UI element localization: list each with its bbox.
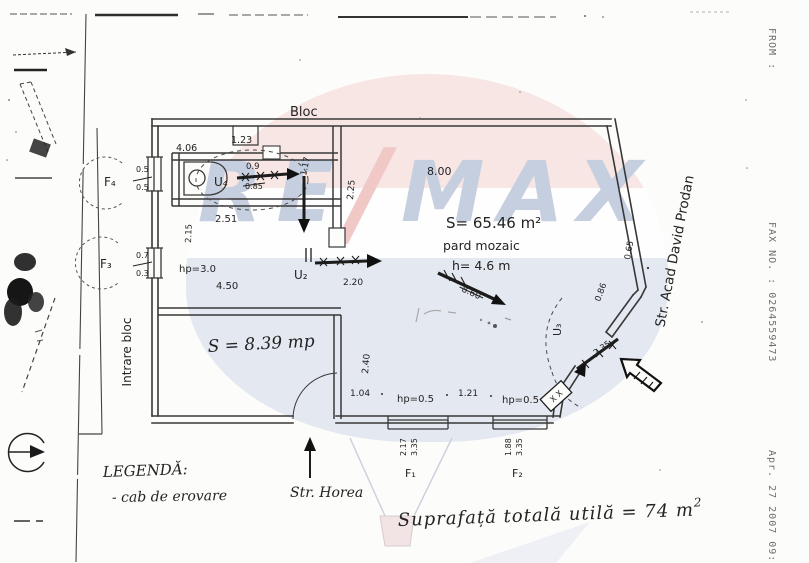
street-labels: Bloc Intrare bloc Str. Horea Str. Acad D… <box>120 105 698 501</box>
dim-label: 0.3 <box>136 269 149 278</box>
dim-label: 3.35 <box>515 438 524 456</box>
door-label-u2: U₂ <box>294 268 308 282</box>
dim-label: 2.20 <box>343 278 363 288</box>
door-u2 <box>314 254 382 268</box>
dimension-labels: 4.06 1.23 U₄ 0.9 0.85 1.17 2.51 2.15 hp=… <box>100 135 650 480</box>
dim-label: 2.51 <box>215 214 237 225</box>
dim-label: 2.25 <box>346 179 358 200</box>
street-label-prodan: Str. Acad David Prodan <box>652 174 697 329</box>
dim-label: 0.65 <box>623 240 636 260</box>
window-label-f3: F₃ <box>100 257 112 271</box>
dim-label: 1.23 <box>231 135 252 146</box>
main-room-area: S= 65.46 m² <box>446 214 541 232</box>
street-label-horea: Str. Horea <box>290 485 363 501</box>
north-arrow-icon <box>7 432 45 473</box>
room-annotations: S= 65.46 m² pard mozaic h= 4.6 m S = 8.3… <box>207 214 541 357</box>
window-label-f4: F₄ <box>104 175 116 189</box>
brand-max: MAX <box>400 143 657 241</box>
dim-label: 2.40 <box>361 353 373 374</box>
entrance-door-arc <box>292 372 338 420</box>
legend-item: - cab de erovare <box>112 488 227 506</box>
dim-label: 1.88 <box>504 438 513 456</box>
remax-logo-text: RE/MAX <box>186 133 668 251</box>
dim-label: 4.50 <box>216 281 238 292</box>
dim-label: 0.7 <box>136 251 149 260</box>
dim-label: 4.06 <box>176 143 197 154</box>
dim-label: 0.9 <box>246 162 260 172</box>
door-u4 <box>195 149 309 211</box>
entrance-door-leaf <box>333 371 342 419</box>
balloon-tail <box>349 437 590 563</box>
erased-scribble <box>415 307 512 328</box>
scan-specks <box>299 59 748 471</box>
main-room-floor: pard mozaic <box>443 238 520 253</box>
window-label-f1: F₁ <box>405 467 416 480</box>
dim-label: 0.85 <box>245 182 263 191</box>
flow-arrow-down <box>298 176 310 233</box>
dim-label: 1.21 <box>458 389 478 399</box>
door-label-u3: U₃ <box>551 324 564 336</box>
exterior-walls <box>151 118 648 424</box>
dim-label: 8.00 <box>427 165 452 178</box>
dim-label: 1.04 <box>350 389 370 399</box>
legend-title: LEGENDĂ: <box>102 460 188 481</box>
street-label-bloc: Bloc <box>290 105 318 120</box>
windows <box>146 156 548 430</box>
street-label-intrare-bloc: Intrare bloc <box>120 318 134 387</box>
window-f4 <box>146 156 163 192</box>
dim-label: 2.15 <box>184 224 195 243</box>
interior-walls <box>158 126 346 420</box>
balloon-basket <box>379 515 415 547</box>
entrance-arrow-hatch <box>633 371 654 389</box>
flow-arrow-diagonal <box>437 269 506 305</box>
dim-label: hp=3.0 <box>179 264 216 275</box>
dim-label: hp=0.5 <box>397 394 434 405</box>
dim-label: hp=0.5 <box>502 395 539 406</box>
entrance-arrow-outline <box>619 357 663 393</box>
utility-box: X X <box>539 379 573 413</box>
dim-label: 0.5 <box>136 183 149 192</box>
legend: LEGENDĂ: - cab de erovare <box>102 460 228 506</box>
window-f2 <box>492 416 548 430</box>
dim-label: 1.17 <box>299 156 313 177</box>
window-label-f2: F₂ <box>512 467 523 480</box>
dim-label: 0.86 <box>593 282 609 303</box>
dim-label: 8.60 <box>460 285 483 303</box>
main-room-height: h= 4.6 m <box>452 258 510 273</box>
small-room-area: S = 8.39 mp <box>207 331 315 357</box>
total-area-text: Suprafață totală utilă = 74 m2 <box>397 495 703 531</box>
dim-label: 2.17 <box>399 438 408 456</box>
scan-artifact-left-margin <box>4 13 103 563</box>
partition-end-box <box>328 227 346 248</box>
dim-label: 0.5 <box>136 165 149 174</box>
dim-label: 3.35 <box>410 438 419 456</box>
total-area-note: Suprafață totală utilă = 74 m2 <box>397 495 703 531</box>
window-f1 <box>387 416 449 430</box>
scan-artifact-top-edge <box>10 11 731 18</box>
street-horea-arrow <box>304 437 316 478</box>
door-label-u4: U₄ <box>214 175 228 189</box>
brand-slash-icon: / <box>345 123 403 261</box>
